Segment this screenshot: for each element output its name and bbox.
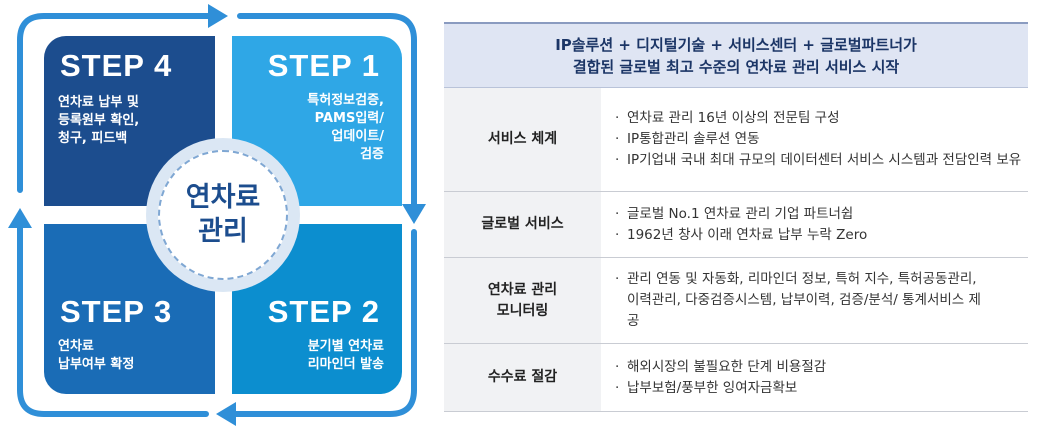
- arrow-top: [17, 13, 215, 193]
- list-item: 글로벌 No.1 연차료 관리 기업 파트너쉽: [615, 204, 1028, 225]
- arrow-bottom: [229, 229, 417, 417]
- table-header: IP솔루션 + 디지털기술 + 서비스센터 + 글로벌파트너가 결합된 글로벌 …: [444, 22, 1028, 88]
- step-4-title: STEP 4: [60, 48, 173, 83]
- step-4-description: 연차료 납부 및 등록원부 확인, 청구, 피드백: [58, 95, 140, 146]
- step-2-title: STEP 2: [267, 294, 380, 329]
- row-label: 수수료 절감: [444, 344, 601, 411]
- table-row-fee-reduction: 수수료 절감 해외시장의 불필요한 단계 비용절감 납부보험/풍부한 잉여자금확…: [444, 344, 1028, 412]
- row-label: 연차료 관리 모니터링: [444, 258, 601, 343]
- cycle-arrows: [8, 4, 426, 426]
- list-item: 연차료 관리 16년 이상의 전문팀 구성: [615, 108, 1028, 129]
- annuity-cycle-diagram: STEP 4 연차료 납부 및 등록원부 확인, 청구, 피드백 STEP 1 …: [0, 0, 430, 430]
- arrowhead-down-icon: [402, 204, 426, 224]
- arrowhead-up-icon: [8, 208, 32, 228]
- arrow-left: [17, 221, 209, 417]
- step-1-title: STEP 1: [267, 48, 380, 83]
- row-items: 글로벌 No.1 연차료 관리 기업 파트너쉽 1962년 창사 이래 연차료 …: [601, 192, 1028, 257]
- center-circle: 연차료 관리: [158, 150, 288, 280]
- list-item: 1962년 창사 이래 연차료 납부 누락 Zero: [615, 225, 1028, 246]
- row-items: 해외시장의 불필요한 단계 비용절감 납부보험/풍부한 잉여자금확보: [601, 344, 1028, 411]
- arrowhead-right-icon: [208, 4, 228, 28]
- row-items: 관리 연동 및 자동화, 리마인더 정보, 특허 지수, 특허공동관리, 이력관…: [601, 258, 1028, 343]
- step-3-title: STEP 3: [60, 294, 173, 329]
- arrowhead-left-icon: [216, 402, 236, 426]
- step-4-panel: STEP 4 연차료 납부 및 등록원부 확인, 청구, 피드백: [44, 36, 215, 206]
- list-item: IP통합관리 솔루션 연동: [615, 129, 1028, 150]
- step-3-description: 연차료 납부여부 확정: [58, 339, 135, 372]
- table-row-monitoring: 연차료 관리 모니터링 관리 연동 및 자동화, 리마인더 정보, 특허 지수,…: [444, 258, 1028, 344]
- row-items: 연차료 관리 16년 이상의 전문팀 구성 IP통합관리 솔루션 연동 IP기업…: [601, 88, 1028, 191]
- list-item: 해외시장의 불필요한 단계 비용절감: [615, 357, 1028, 378]
- row-label: 서비스 체계: [444, 88, 601, 191]
- row-label: 글로벌 서비스: [444, 192, 601, 257]
- arrow-right: [237, 13, 417, 211]
- center-label: 연차료 관리: [185, 182, 261, 247]
- step-2-description: 분기별 연차료 리마인더 발송: [307, 339, 384, 372]
- list-item: 관리 연동 및 자동화, 리마인더 정보, 특허 지수, 특허공동관리, 이력관…: [615, 269, 988, 332]
- list-item: 납부보험/풍부한 잉여자금확보: [615, 378, 1028, 399]
- table-row-global-service: 글로벌 서비스 글로벌 No.1 연차료 관리 기업 파트너쉽 1962년 창사…: [444, 192, 1028, 258]
- step-1-description: 특허정보검증, PAMS입력/ 업데이트/ 검증: [307, 93, 384, 162]
- list-item: IP기업내 국내 최대 규모의 데이터센터 서비스 시스템과 전담인력 보유: [615, 150, 1028, 171]
- table-row-service-system: 서비스 체계 연차료 관리 16년 이상의 전문팀 구성 IP통합관리 솔루션 …: [444, 88, 1028, 192]
